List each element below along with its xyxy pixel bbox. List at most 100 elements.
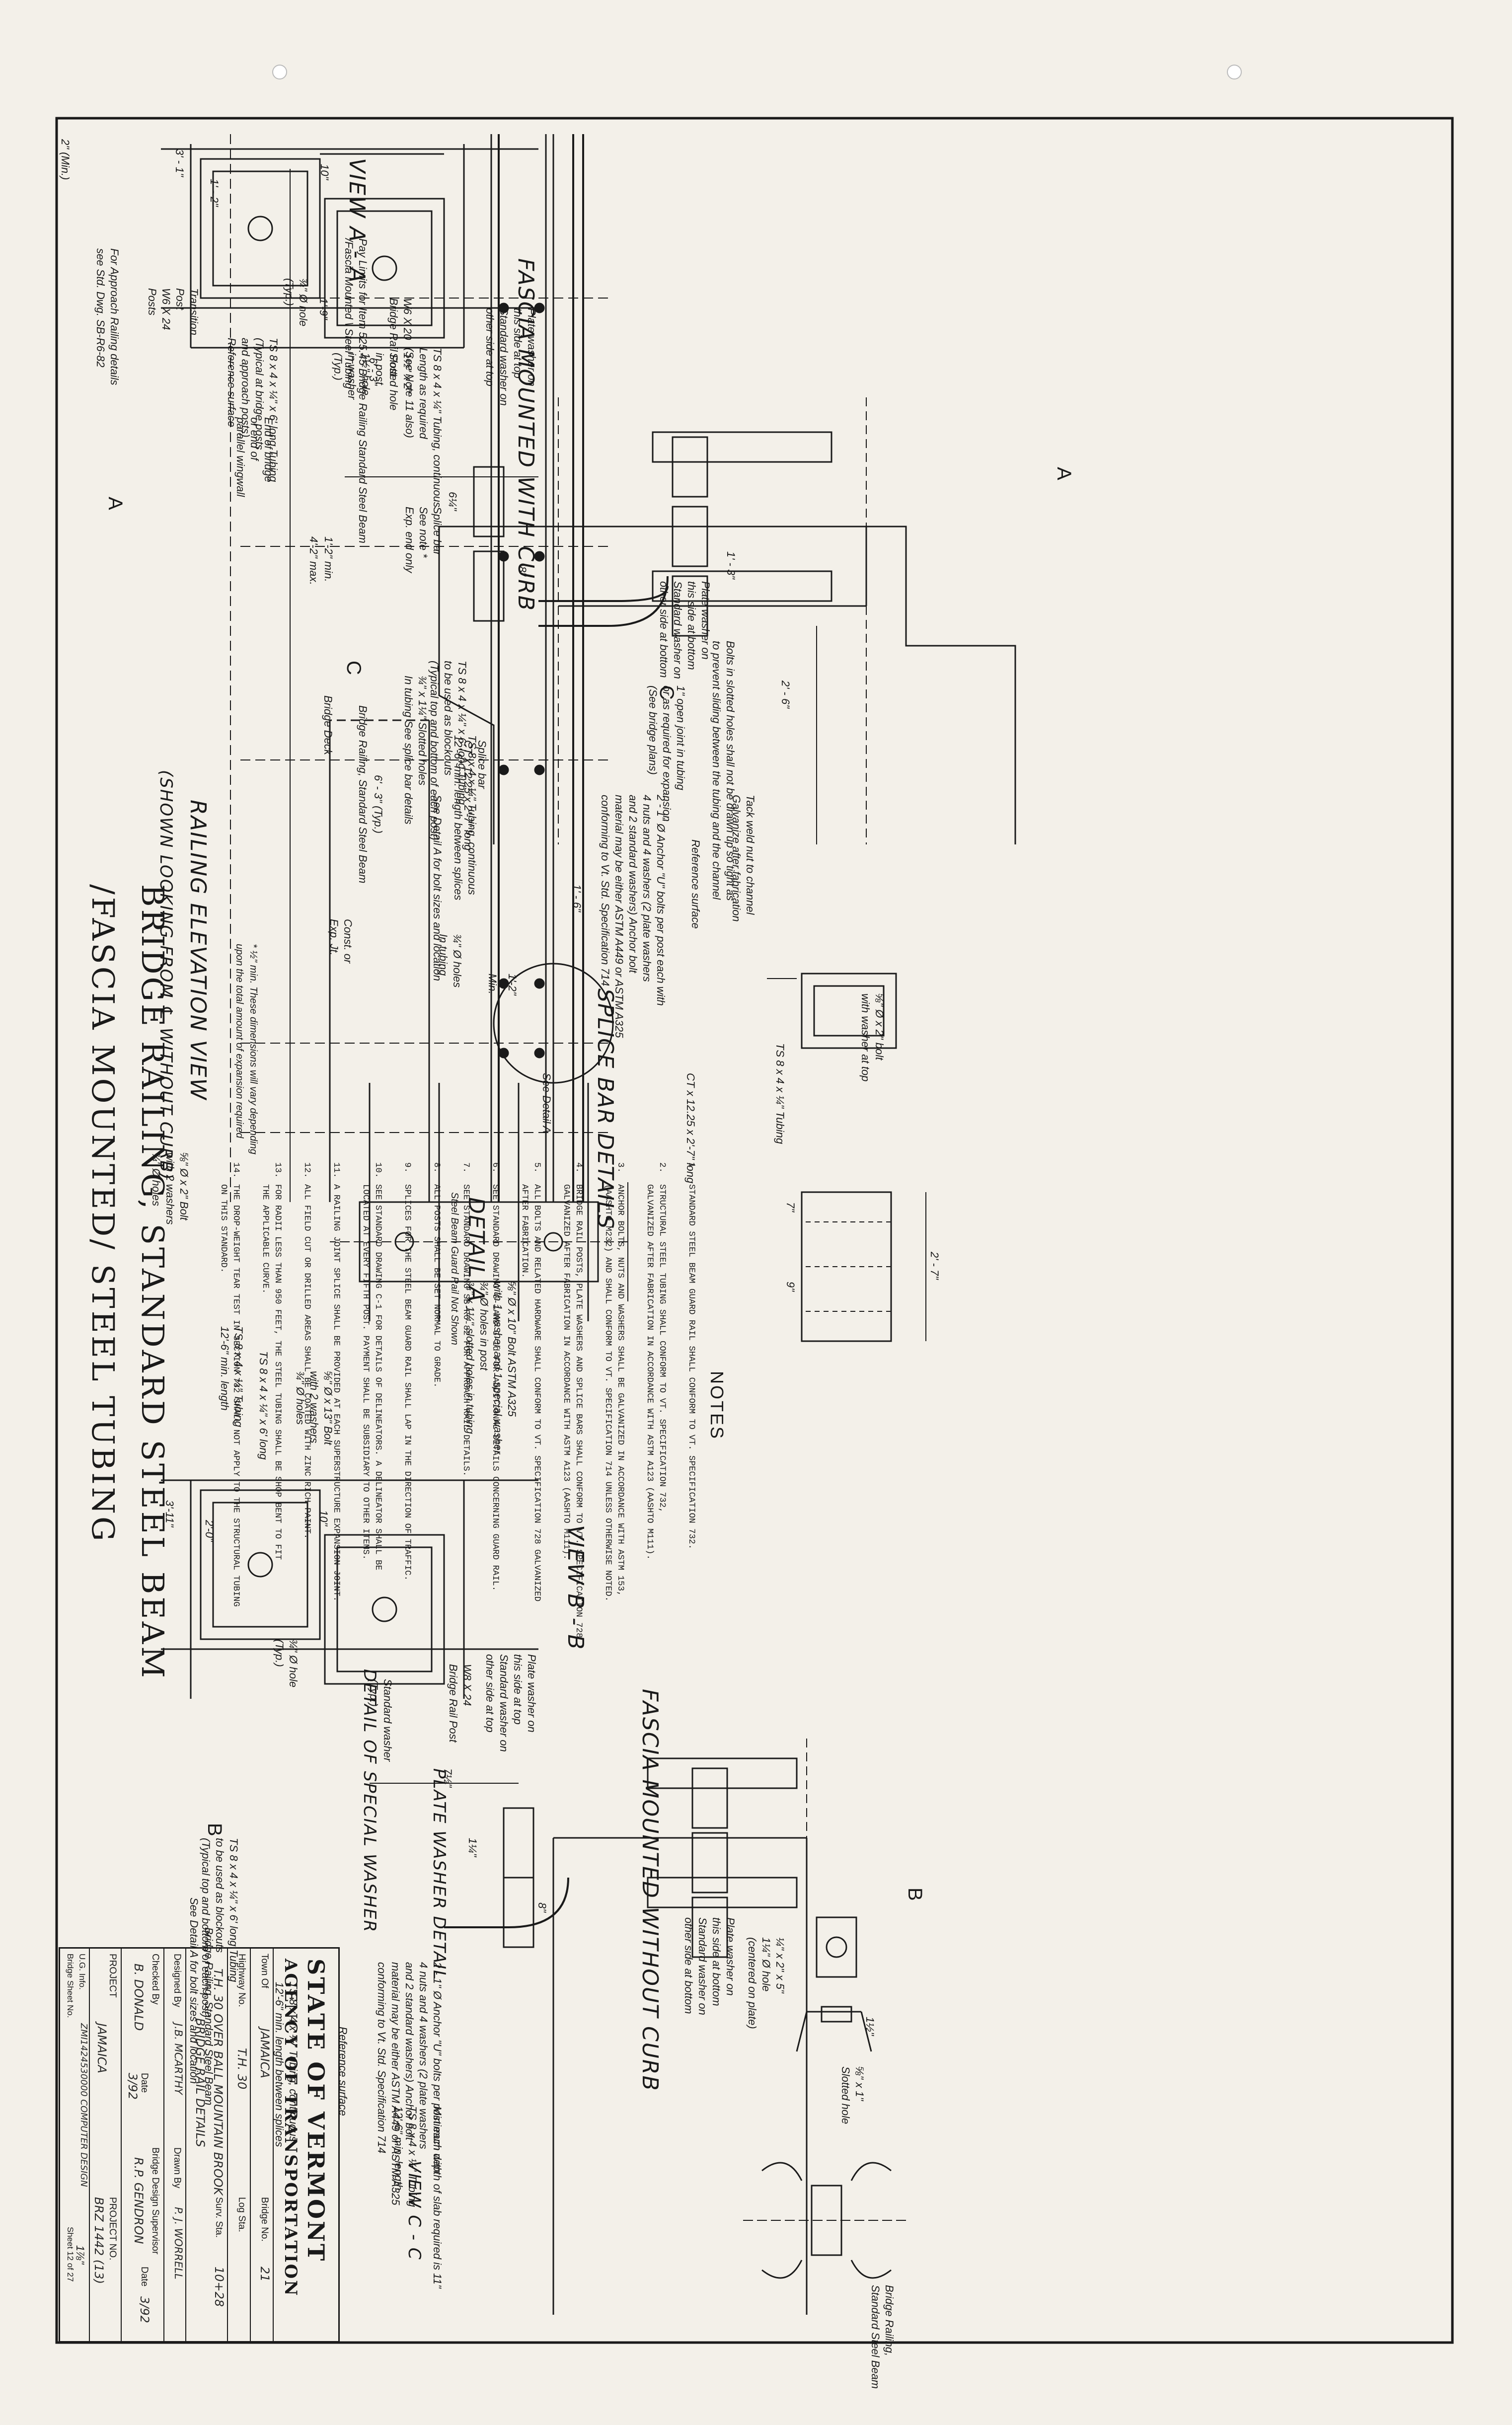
note-line: STANDARD STEEL BEAM GUARD RAIL SHALL CON… — [686, 1184, 696, 1550]
note-number: 1. — [686, 1162, 696, 1173]
log-sta-label: Log Sta. — [236, 2197, 247, 2232]
dim-two-min: 2" (Min.) — [59, 139, 72, 180]
note-text: SPLICES FOR THE STEEL BEAM GUARD RAIL SH… — [401, 1184, 413, 1581]
ug-label: U.G. Info. — [77, 1954, 87, 1990]
note-line: STRUCTURAL STEEL TUBING SHALL CONFORM TO… — [657, 1184, 667, 1513]
checked-label: Checked By — [150, 1954, 160, 2005]
dim-six-quarter: 6¼" — [447, 492, 459, 511]
label-bridge-deck: Bridge Deck — [322, 695, 334, 755]
note-number: 13. — [273, 1162, 283, 1178]
railing-elevation-graphic — [230, 134, 614, 1202]
note-item: 14.THE DROP-WEIGHT TEAR TEST IN SECTION … — [217, 1162, 242, 1808]
dim-eight: 8" — [516, 566, 529, 577]
view-bb-graphic — [161, 1479, 538, 1699]
date2-label: Date — [139, 2267, 150, 2287]
railing-elevation-title: RAILING ELEVATION VIEW — [185, 800, 211, 1101]
project-value: JAMAICA — [95, 2023, 109, 2073]
note-text: FOR RADII LESS THAN 950 FEET, THE STEEL … — [259, 1184, 284, 1560]
designed-label: Designed By — [172, 1954, 182, 2007]
punch-hole — [1227, 65, 1242, 79]
notes-heading: NOTES — [707, 1371, 727, 1440]
label-reference-surface: Reference surface — [689, 839, 702, 929]
dim-aa-inner: 1' - 2" — [208, 179, 221, 207]
dim-one-half: 1½" — [864, 2017, 876, 2036]
note-line: BRIDGE RAIL POSTS, PLATE WASHERS AND SPL… — [574, 1184, 584, 1638]
note-text: SEE STANDARD DRAWING SB-R6-82 FOR APPROA… — [459, 1184, 472, 1476]
note-item: 7. SEE STANDARD DRAWING SB-R6-82 FOR APPR… — [459, 1162, 472, 1808]
note-item: 5.ALL BOLTS AND RELATED HARDWARE SHALL C… — [518, 1162, 543, 1808]
dim-aa-total: 3' - 1" — [173, 149, 186, 177]
note-line: THE DROP-WEIGHT TEAR TEST IN SECTION 732… — [231, 1184, 241, 1607]
note-line: AFTER FABRICATION. — [520, 1184, 529, 1279]
note-line: LOCATED AT EVERY FIFTH POST. PAYMENT SHA… — [361, 1184, 371, 1560]
note-text: ALL POSTS SHALL BE SET NORMAL TO GRADE. — [430, 1184, 443, 1388]
agency-line2: AGENCY OF TRANSPORTATION — [281, 1959, 301, 2297]
section-mark-c: C — [343, 661, 365, 675]
note-text: BRIDGE RAIL POSTS, PLATE WASHERS AND SPL… — [560, 1184, 585, 1638]
note-line: ON THIS STANDARD. — [219, 1184, 228, 1273]
note-text: STANDARD STEEL BEAM GUARD RAIL SHALL CON… — [685, 1184, 697, 1549]
town-value: JAMAICA — [258, 2028, 272, 2078]
label-footnote: * ½" min. These dimensions will vary dep… — [234, 944, 259, 1154]
section-mark-a: A — [104, 497, 126, 510]
surv-sta-value: 10+28 — [212, 2267, 226, 2307]
note-line: ALL POSTS SHALL BE SET NORMAL TO GRADE. — [432, 1184, 442, 1388]
label-min-depth: Minimum depth of slab required is 11" — [431, 2106, 444, 2288]
project-desc-2: BRIDGE RAIL DETAILS — [193, 2018, 207, 2147]
dim-six-three-typ: 6' - 3" (Typ.) — [372, 775, 384, 834]
note-number: 9. — [402, 1162, 412, 1173]
note-text: THE DROP-WEIGHT TEAR TEST IN SECTION 732… — [217, 1184, 242, 1607]
highway-label: Highway No. — [236, 1954, 247, 2007]
bridge-no-label: Bridge No. — [259, 2197, 270, 2242]
view-aa-graphic — [161, 144, 538, 349]
note-item: 9. SPLICES FOR THE STEEL BEAM GUARD RAIL … — [401, 1162, 413, 1808]
note-item: 6.SEE STANDARD DRAWING G-1AND G-1d FOR A… — [489, 1162, 501, 1808]
date2-value: 3/92 — [138, 2296, 151, 2323]
label-hole-typ: ¾" Ø hole(Typ.) — [283, 278, 309, 327]
section-mark-b: B — [204, 1823, 226, 1836]
dim-seven: 7" — [784, 1202, 797, 1212]
note-line: THE APPLICABLE CURVE. — [260, 1184, 270, 1294]
note-line: (AASHTO M232) AND SHALL CONFORM TO VT. S… — [603, 1184, 613, 1602]
note-number: 5. — [532, 1162, 542, 1173]
dim-two-six: 2' - 6" — [779, 681, 792, 709]
note-text: ANCHOR BOLTS, NUTS AND WASHERS SHALL BE … — [602, 1184, 626, 1601]
dim-one-nine: 1'-9" — [317, 298, 330, 320]
dim-one-two-min: 1'-2" min. — [322, 536, 335, 582]
label-bolts-slotted: Bolts in slotted holes shall not be draw… — [710, 641, 737, 901]
special-washer-graphic — [796, 2006, 872, 2052]
note-line: ANCHOR BOLTS, NUTS AND WASHERS SHALL BE … — [615, 1184, 625, 1596]
note-line: A RAILING JOINT SPLICE SHALL BE PROVIDED… — [331, 1184, 341, 1602]
label-plate-washer-dim: ¼" x 2" x 5"1¼" Ø hole(centered on plate… — [746, 1937, 786, 2029]
dim-one-three: 1' - 3" — [725, 551, 737, 580]
date-label: Date — [139, 2073, 150, 2093]
note-line: SEE STANDARD DRAWING C-1 FOR DETAILS OF … — [373, 1184, 383, 1571]
note-text: SEE STANDARD DRAWING G-1AND G-1d FOR ADD… — [489, 1184, 501, 1591]
dim-one-two: 1'-2" — [506, 974, 519, 995]
surv-sta-label: Surv. Sta. — [214, 2197, 224, 2238]
note-number: 4. — [574, 1162, 584, 1173]
note-number: 2. — [657, 1162, 667, 1173]
label-pay-limits: Pay Limits for Item 525.45 Bridge Railin… — [343, 238, 369, 543]
supervisor-value: R.P. GENDRON — [132, 2157, 146, 2244]
date-value: 3/92 — [126, 2073, 140, 2100]
note-text: SEE STANDARD DRAWING C-1 FOR DETAILS OF … — [359, 1184, 384, 1570]
dim-one-quarter: 1¼" — [466, 1838, 479, 1857]
dim-nine: 9" — [784, 1282, 797, 1292]
project-no-value: BRZ 1442 (13) — [92, 2197, 106, 2284]
note-number: 7. — [461, 1162, 471, 1173]
sheet-value: Sheet 12 of 27 — [66, 2227, 75, 2282]
fascia-without-curb-graphic — [370, 1739, 808, 2315]
drawing-title-line1: BRIDGE RAILING, STANDARD STEEL BEAM — [135, 884, 171, 1680]
dim-four-two-max: 4'-2" max. — [307, 536, 320, 585]
